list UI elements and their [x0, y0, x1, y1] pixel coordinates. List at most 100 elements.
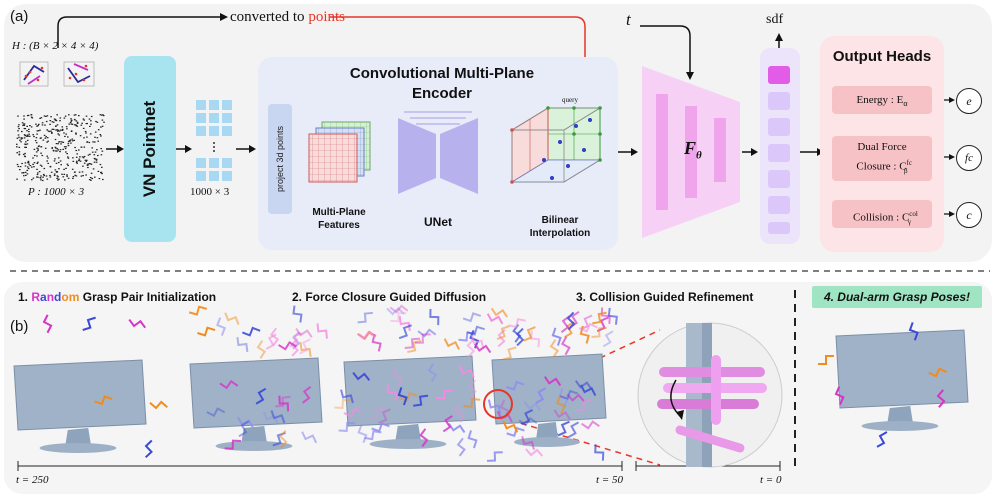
- step1-rand-1: a: [40, 290, 47, 304]
- grasp-mark: [340, 389, 354, 404]
- sdf-cell: [768, 222, 790, 234]
- cloud-point: [86, 122, 88, 125]
- cloud-point: [76, 121, 79, 123]
- cloud-point: [42, 173, 45, 176]
- cloud-point: [75, 149, 78, 152]
- encoder-title: Convolutional Multi-Plane Encoder: [300, 64, 584, 104]
- cloud-point: [33, 162, 36, 164]
- grasp-mark: [397, 387, 408, 406]
- cloud-point: [26, 125, 28, 127]
- cloud-point: [100, 135, 102, 137]
- monitor-base: [369, 439, 447, 449]
- cloud-point: [59, 117, 62, 119]
- cloud-point: [74, 124, 76, 126]
- cloud-point: [56, 148, 59, 150]
- cloud-point: [59, 149, 62, 151]
- cloud-point: [19, 169, 21, 171]
- cloud-point: [63, 173, 66, 175]
- cloud-point: [47, 162, 49, 164]
- cloud-point: [88, 118, 91, 120]
- multiplane-label: Multi-Plane Features: [306, 206, 372, 232]
- grasp-mark: [436, 389, 453, 400]
- grasp-mark: [596, 316, 609, 333]
- grasp-mark: [607, 307, 618, 325]
- cloud-point: [28, 128, 30, 130]
- cloud-point: [74, 118, 76, 121]
- cloud-point: [26, 130, 28, 132]
- cloud-point: [28, 133, 30, 135]
- grasp-mark: [454, 404, 465, 423]
- cloud-point: [72, 176, 75, 178]
- cloud-point: [23, 123, 25, 125]
- cloud-point: [16, 152, 18, 154]
- cloud-point: [67, 164, 69, 167]
- panel-b-label: (b): [10, 318, 29, 335]
- cloud-point: [82, 157, 85, 159]
- cloud-point: [65, 133, 67, 135]
- grasp-mark: [443, 338, 460, 350]
- sdf-cell: [768, 170, 790, 188]
- cloud-point: [40, 152, 42, 154]
- grasp-mark: [144, 439, 153, 459]
- cloud-point: [17, 134, 20, 136]
- cloud-point: [37, 161, 39, 163]
- cloud-point: [70, 119, 73, 121]
- grasp-mark: [392, 368, 403, 387]
- cloud-point: [97, 154, 99, 157]
- cloud-point: [72, 177, 74, 179]
- cloud-point: [41, 165, 43, 167]
- input-h-label: H : (B × 2 × 4 × 4): [12, 40, 99, 52]
- grasp-mark: [378, 408, 391, 424]
- grasp-mark: [908, 322, 919, 341]
- grasp-mark: [592, 311, 607, 325]
- cloud-point: [73, 114, 76, 116]
- grasp-mark: [343, 407, 363, 418]
- cloud-point: [18, 136, 20, 138]
- cloud-point: [69, 121, 72, 124]
- head-collision: Collision : Ccolγ: [832, 200, 932, 228]
- cloud-point: [85, 160, 88, 162]
- cloud-point: [36, 130, 39, 132]
- multiplane-label-line1: Multi-Plane: [312, 207, 366, 218]
- cloud-point: [20, 137, 23, 139]
- cloud-point: [36, 162, 39, 164]
- grasp-mark: [591, 326, 607, 338]
- t-start-label: t = 250: [16, 474, 49, 486]
- cloud-point: [51, 147, 54, 149]
- t-label: t: [626, 10, 631, 29]
- sdf-cell: [768, 196, 790, 214]
- cloud-point: [39, 177, 42, 179]
- cloud-point: [49, 123, 51, 125]
- cloud-point: [18, 151, 21, 153]
- cloud-point: [58, 168, 60, 170]
- cloud-point: [22, 172, 25, 174]
- cloud-point: [20, 141, 22, 143]
- cloud-point: [94, 151, 97, 153]
- grasp-mark: [224, 312, 240, 326]
- cloud-point: [24, 165, 27, 167]
- cloud-point: [79, 160, 82, 162]
- cloud-point: [85, 174, 87, 176]
- grasp-mark: [272, 431, 286, 447]
- cloud-point: [50, 171, 53, 173]
- converted-label: converted to points: [230, 9, 345, 26]
- cloud-point: [59, 160, 62, 162]
- cloud-point: [27, 160, 30, 162]
- cloud-point: [23, 115, 25, 117]
- cloud-point: [102, 114, 104, 116]
- cloud-point: [67, 177, 70, 179]
- cloud-point: [95, 159, 98, 161]
- cloud-point: [33, 148, 36, 150]
- cloud-point: [16, 146, 18, 148]
- cloud-point: [56, 150, 58, 152]
- cloud-point: [26, 169, 29, 171]
- cloud-point: [37, 172, 39, 174]
- cloud-point: [57, 133, 59, 135]
- cloud-point: [41, 154, 44, 157]
- cloud-point: [55, 150, 57, 152]
- grasp-mark: [558, 388, 569, 407]
- cloud-point: [74, 114, 77, 116]
- grasp-mark: [278, 395, 290, 412]
- cloud-point: [63, 168, 65, 170]
